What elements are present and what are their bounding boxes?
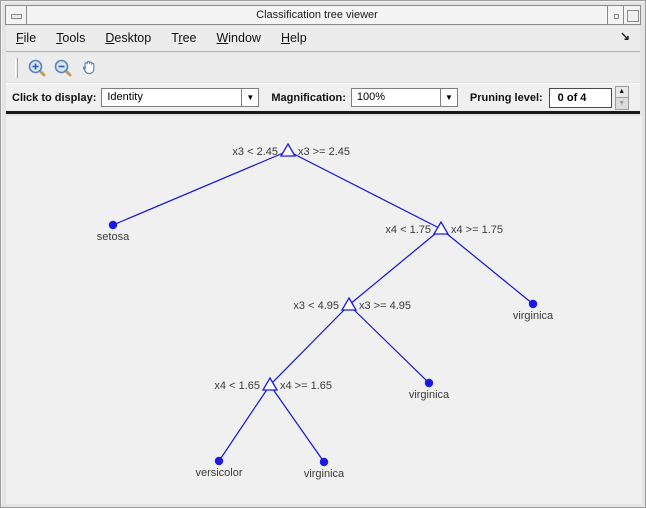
leaf-node[interactable] (528, 299, 538, 309)
display-dropdown[interactable]: Identity ▼ (101, 88, 260, 107)
split-rule-left: x4 < 1.75 (385, 224, 431, 236)
leaf-label: setosa (97, 231, 130, 243)
tree-canvas[interactable]: x3 < 2.45 x3 >= 2.45 setosa x4 < 1.75 x4 >= … (6, 116, 642, 504)
split-rule-right: x3 >= 4.95 (359, 300, 411, 312)
chevron-down-icon[interactable]: ▼ (241, 89, 259, 106)
tree-edge (218, 384, 271, 462)
decision-tree: x3 < 2.45 x3 >= 2.45 setosa x4 < 1.75 x4 >= … (97, 142, 554, 480)
menu-item-help[interactable]: Help (280, 31, 307, 45)
toolbar-grip (15, 57, 18, 78)
title-bar: Classification tree viewer (5, 5, 641, 25)
menu-item-tools[interactable]: Tools (56, 31, 86, 45)
split-node[interactable] (432, 220, 450, 235)
leaf-label: versicolor (195, 467, 242, 479)
maximize-button[interactable] (623, 6, 640, 24)
pruning-spinner: ▲ ▼ (614, 85, 629, 110)
window-title: Classification tree viewer (256, 9, 378, 21)
split-node[interactable] (279, 142, 297, 157)
pan-button[interactable] (76, 56, 102, 80)
tree-edge (348, 228, 442, 306)
split-rule-right: x3 >= 2.45 (298, 146, 350, 158)
minimize-button[interactable] (607, 6, 623, 24)
dock-arrow-icon[interactable]: ↘ (619, 29, 630, 43)
leaf-node[interactable] (424, 378, 434, 388)
tree-edge (112, 150, 289, 226)
leaf-node[interactable] (319, 457, 329, 467)
spinner-up-button[interactable]: ▲ (614, 85, 629, 97)
toolbar (6, 53, 640, 82)
split-rule-left: x3 < 2.45 (232, 146, 278, 158)
zoom-out-icon (54, 59, 72, 76)
window-menu-button[interactable] (6, 6, 27, 24)
split-rule-left: x3 < 4.95 (293, 300, 339, 312)
pruning-level-value: 0 of 4 (548, 87, 612, 108)
split-rule-right: x4 >= 1.75 (451, 224, 503, 236)
leaf-label: virginica (409, 389, 450, 401)
control-panel: Click to display: Identity ▼ Magnificati… (6, 83, 640, 114)
zoom-out-button[interactable] (50, 56, 76, 80)
menu-bar: File Tools Desktop Tree Window Help ↘ (6, 26, 640, 52)
chevron-down-icon[interactable]: ▼ (439, 89, 457, 106)
leaf-label: virginica (304, 468, 345, 480)
zoom-in-button[interactable] (24, 56, 50, 80)
leaf-node[interactable] (108, 220, 118, 230)
split-rule-left: x4 < 1.65 (214, 380, 260, 392)
magnification-dropdown-value: 100% (356, 91, 386, 103)
menu-item-desktop[interactable]: Desktop (105, 31, 152, 45)
pruning-level-label: Pruning level: (469, 91, 543, 104)
leaf-node[interactable] (214, 456, 224, 466)
magnification-label: Magnification: (271, 91, 346, 104)
menu-item-window[interactable]: Window (216, 31, 261, 45)
tree-edge (440, 228, 534, 305)
display-dropdown-value: Identity (107, 91, 143, 103)
click-to-display-label: Click to display: (12, 91, 97, 104)
split-rule-right: x4 >= 1.65 (280, 380, 332, 392)
spinner-down-button[interactable]: ▼ (614, 97, 629, 110)
tree-edge (269, 304, 350, 386)
menu-item-file[interactable]: File (16, 31, 37, 45)
tree-edge (287, 150, 442, 230)
split-node[interactable] (261, 376, 279, 391)
zoom-in-icon (28, 59, 46, 76)
tree-edge (348, 304, 430, 384)
magnification-dropdown[interactable]: 100% ▼ (350, 88, 458, 107)
menu-item-tree[interactable]: Tree (171, 31, 197, 45)
split-node[interactable] (340, 296, 358, 311)
pan-hand-icon (82, 60, 95, 74)
tree-edge (269, 384, 325, 463)
leaf-label: virginica (513, 310, 554, 322)
